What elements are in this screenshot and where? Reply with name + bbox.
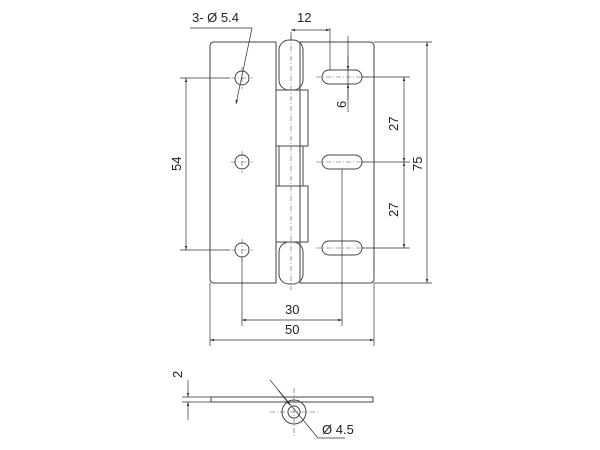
overall-width-label: 50 (285, 322, 299, 337)
left-pitch-dimension: 54 (169, 77, 230, 251)
pin-diameter-dimension: Ø 4.5 (269, 379, 354, 439)
round-hole-icon (231, 67, 253, 261)
overall-height-label: 75 (410, 157, 425, 171)
left-leaf (209, 41, 277, 284)
inner-width-dimension: 30 (241, 169, 343, 326)
hinge-knuckle (275, 36, 309, 290)
hole-spec-label: 3- Ø 5.4 (192, 10, 239, 25)
right-pitch-top-label: 27 (386, 117, 401, 131)
inner-width-label: 30 (285, 302, 299, 317)
slot-width-label: 6 (334, 101, 349, 108)
thickness-label: 2 (170, 371, 185, 378)
pin-diameter-label: Ø 4.5 (322, 422, 354, 437)
slot-offset-label: 12 (297, 10, 311, 25)
left-pitch-label: 54 (169, 157, 184, 171)
overall-width-dimension: 50 (209, 283, 375, 346)
right-pitch-bottom-label: 27 (386, 203, 401, 217)
hole-spec-dimension: 3- Ø 5.4 (190, 10, 253, 105)
side-view (210, 388, 374, 436)
right-leaf (299, 41, 375, 284)
slot-width-dimension: 6 (334, 36, 350, 112)
right-pitch-dimension: 27 27 (362, 76, 410, 249)
thickness-dimension: 2 (170, 371, 211, 420)
slot-offset-dimension: 12 (290, 10, 331, 70)
overall-height-dimension: 75 (374, 41, 432, 284)
